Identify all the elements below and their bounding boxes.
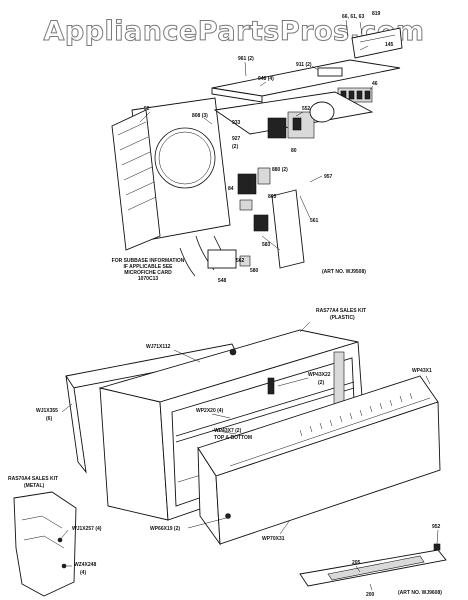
- control-cover-panel: [271, 189, 305, 269]
- part-952-clip: [433, 543, 441, 551]
- label-957: 957: [324, 174, 333, 180]
- metal-side-bracket: [13, 491, 77, 597]
- svg-text:1070C13: 1070C13: [138, 276, 159, 282]
- label-ras70a4: RAS70A4 SALES KIT: [8, 476, 58, 482]
- label-145: 145: [385, 42, 394, 48]
- switch-block-1: [267, 117, 287, 139]
- relay-block: [237, 173, 257, 195]
- label-580: 580: [250, 268, 259, 274]
- art-number-bottom: (ART NO. WJ9608): [398, 590, 442, 596]
- label-552: 552: [302, 106, 311, 112]
- label-ras77a4: RAS77A4 SALES KIT: [316, 308, 366, 314]
- label-205: 205: [352, 560, 361, 566]
- relay-small: [257, 167, 271, 185]
- label-933: 933: [232, 120, 241, 126]
- label-952: 952: [432, 524, 441, 530]
- label-548: 548: [218, 278, 227, 284]
- label-911: 911 (2): [296, 62, 312, 68]
- capacitor: [309, 101, 335, 123]
- side-grille-panel: [111, 109, 161, 251]
- label-wz4x248-qty: (4): [80, 570, 86, 576]
- fan-opening: [154, 127, 216, 189]
- label-wj1x257: WJ1X257 (4): [72, 526, 102, 532]
- label-ras70a4-metal: (METAL): [24, 483, 45, 489]
- label-wp43x22: WP43X22: [308, 372, 331, 378]
- cover-bracket: [317, 67, 343, 77]
- label-wp43x7: WP43X7 (2): [214, 428, 242, 434]
- label-top-bottom: TOP & BOTTOM: [214, 435, 252, 441]
- label-561: 561: [310, 218, 319, 224]
- frame-left-rail: [65, 375, 87, 474]
- bottom-labels: RAS77A4 SALES KIT (PLASTIC) WJ71X112 WP4…: [8, 308, 441, 598]
- label-880: 880 (2): [272, 167, 288, 173]
- angle-bracket: [267, 377, 275, 395]
- label-wj71x112: WJ71X112: [146, 344, 171, 350]
- label-wj1x355: WJ1X355: [36, 408, 58, 414]
- label-wp2x20: WP2X20 (4): [196, 408, 224, 414]
- clip-part: [239, 255, 251, 267]
- label-80: 80: [291, 148, 297, 154]
- bottom-screw: [225, 513, 231, 519]
- top-labels: 66, 61, 63 819 145 46 961 (2) 948 (4) 91…: [144, 11, 394, 284]
- label-ras77a4-plastic: (PLASTIC): [330, 315, 355, 321]
- label-wp70x31: WP70X31: [262, 536, 285, 542]
- label-583: 583: [262, 242, 271, 248]
- label-808: 808 (3): [192, 113, 208, 119]
- bottom-exploded-diagram: [13, 321, 447, 597]
- grille-front: [215, 401, 441, 545]
- art-number-top: (ART NO. WJ9508): [322, 269, 366, 275]
- label-wp43x1: WP43X1: [412, 368, 432, 374]
- label-84: 84: [228, 186, 234, 192]
- svg-text:MICROFICHE CARD: MICROFICHE CARD: [124, 270, 172, 276]
- screw-terminal: [239, 199, 253, 211]
- label-948: 948 (4): [258, 76, 274, 82]
- strip-insert: [327, 555, 425, 581]
- label-52: 52: [144, 106, 150, 112]
- top-bracket-plate: [351, 27, 403, 59]
- subbase-note: FOR SUBBASE INFORMATION IF APPLICABLE SE…: [112, 258, 185, 282]
- label-927-qty: (2): [232, 144, 238, 150]
- top-exploded-diagram: [111, 19, 403, 277]
- label-wz4x248: WZ4X248: [74, 562, 96, 568]
- label-66-61-63: 66, 61, 63: [342, 14, 364, 20]
- top-cover-edge: [211, 87, 263, 103]
- sleeve-left-side: [99, 387, 169, 521]
- top-screw: [229, 348, 237, 356]
- grille-slots: [299, 392, 413, 437]
- label-wj1x355-qty: (6): [46, 416, 52, 422]
- base-bracket: [207, 249, 237, 269]
- label-200: 200: [366, 592, 375, 598]
- label-961: 961 (2): [238, 56, 254, 62]
- label-927: 927: [232, 136, 241, 142]
- label-wp43x22-qty: (2): [318, 380, 324, 386]
- label-wp66x19: WP66X19 (2): [150, 526, 180, 532]
- svg-text:IF APPLICABLE SEE: IF APPLICABLE SEE: [124, 264, 174, 270]
- svg-text:FOR SUBBASE INFORMATION: FOR SUBBASE INFORMATION: [112, 258, 185, 264]
- label-562: 562: [236, 258, 245, 264]
- label-819: 819: [372, 11, 381, 17]
- label-865: 865: [268, 194, 277, 200]
- thermostat-block: [253, 214, 269, 232]
- label-46: 46: [372, 81, 378, 87]
- watermark-text: AppliancePartsPros.com: [43, 16, 424, 47]
